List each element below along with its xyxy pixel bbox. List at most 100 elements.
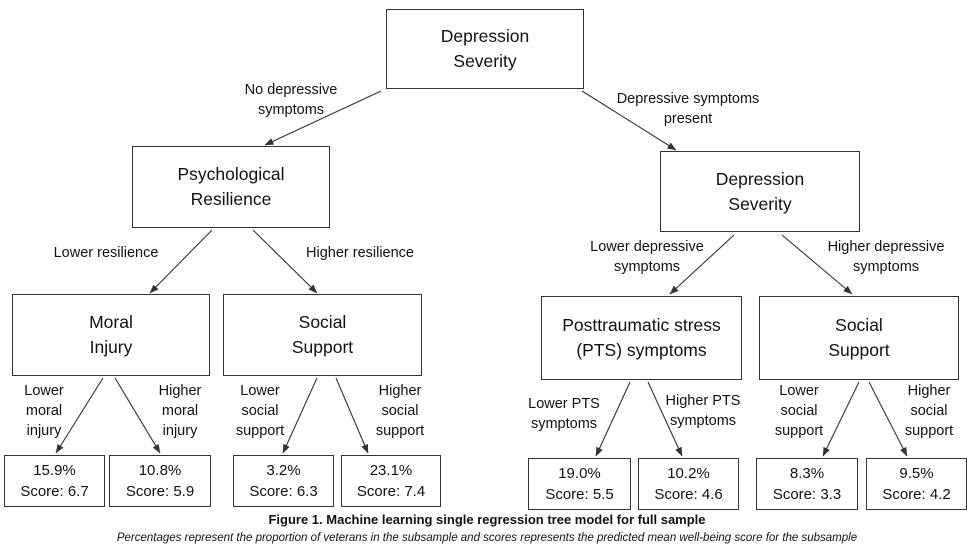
node-social-support-left: Social Support [223, 294, 422, 376]
edge-social1-to-leaf4 [335, 377, 369, 454]
edge-label-line: Higher [907, 383, 951, 399]
leaf-box: 3.2% Score: 6.3 [233, 455, 334, 507]
edge-label-line: present [663, 111, 713, 127]
edge-label-higher-pts-symptoms: Higher PTS symptoms [658, 391, 748, 431]
edge-label-lower-moral-injury: Lower moral injury [12, 381, 76, 441]
edge-moral-to-leaf1 [55, 377, 104, 454]
node-text: Severity [453, 51, 517, 71]
edge-label-lower-pts-symptoms: Lower PTS symptoms [520, 394, 608, 434]
node-text: Moral [89, 312, 133, 332]
leaf-percentage: 9.5% [899, 465, 934, 482]
edge-label-lower-social-support-right: Lower social support [765, 381, 833, 441]
node-depression-severity-secondary: Depression Severity [660, 151, 860, 232]
leaf-percentage: 10.8% [138, 462, 182, 479]
edge-label-depressive-symptoms-present: Depressive symptoms present [602, 89, 774, 129]
leaf-box: 19.0% Score: 5.5 [528, 458, 631, 510]
leaf-score: Score: 3.3 [772, 486, 842, 503]
edge-resilience-to-moral [149, 229, 213, 294]
leaf-score: Score: 5.5 [545, 486, 614, 503]
edge-label-line: injury [26, 423, 62, 439]
edge-label-lower-social-support-left: Lower social support [226, 381, 294, 441]
edge-label-line: injury [162, 423, 198, 439]
leaf-score: Score: 6.7 [20, 483, 89, 500]
leaf-box: 23.1% Score: 7.4 [341, 455, 441, 507]
edge-root-to-severity [581, 90, 677, 151]
leaf-percentage: 10.2% [667, 465, 710, 482]
leaf-box: 8.3% Score: 3.3 [756, 458, 858, 510]
edge-label-line: symptoms [852, 259, 920, 275]
node-posttraumatic-stress: Posttraumatic stress (PTS) symptoms [541, 296, 742, 380]
leaf-score: Score: 4.2 [882, 486, 951, 503]
edge-social2-to-leaf7 [822, 381, 860, 457]
edge-label-line: social [381, 403, 419, 419]
node-moral-injury: Moral Injury [12, 294, 210, 376]
leaf-percentage: 23.1% [369, 462, 413, 479]
node-text: Social [835, 315, 883, 335]
edge-label-line: symptoms [613, 259, 681, 275]
node-text: Depression [715, 168, 805, 189]
edge-severity-to-social2 [781, 234, 853, 295]
edge-label-lower-resilience: Lower resilience [40, 243, 172, 263]
leaf-box: 15.9% Score: 6.7 [4, 455, 105, 507]
leaf-percentage: 19.0% [558, 465, 601, 482]
edge-label-higher-moral-injury: Higher moral injury [148, 381, 212, 441]
edge-label-line: No depressive [244, 82, 338, 98]
leaf-percentage: 3.2% [266, 462, 301, 479]
leaf-percentage: 8.3% [789, 465, 825, 482]
edge-label-line: Depressive symptoms [616, 91, 760, 107]
edge-resilience-to-social1 [252, 229, 318, 294]
edge-social2-to-leaf8 [868, 381, 908, 457]
leaf-score: Score: 5.9 [125, 483, 195, 500]
leaf-box: 10.2% Score: 4.6 [638, 458, 739, 510]
node-text: Severity [728, 193, 792, 214]
node-text: Resilience [190, 189, 272, 209]
node-social-support-right: Social Support [759, 296, 959, 380]
edge-label-line: Lower depressive [590, 239, 704, 255]
edge-label-higher-depressive-symptoms: Higher depressive symptoms [806, 237, 966, 277]
edge-label-line: Higher depressive [827, 239, 945, 255]
edge-pts-to-leaf5 [595, 381, 631, 457]
edge-root-to-resilience [264, 90, 382, 146]
edge-label-line: moral [25, 403, 63, 419]
node-psychological-resilience: Psychological Resilience [132, 146, 330, 228]
edge-label-line: symptoms [669, 413, 737, 429]
edge-label-line: Higher resilience [306, 245, 414, 261]
edge-label-line: Higher [378, 383, 422, 399]
leaf-score: Score: 4.6 [654, 486, 723, 503]
edge-label-line: moral [161, 403, 199, 419]
leaf-score: Score: 7.4 [356, 483, 426, 500]
edge-label-higher-social-support-left: Higher social support [364, 381, 436, 441]
edge-label-line: Higher [158, 383, 202, 399]
node-text: (PTS) symptoms [576, 340, 707, 360]
edge-label-line: support [774, 423, 824, 439]
edge-label-line: social [910, 403, 948, 419]
figure-note: Percentages represent the proportion of … [116, 532, 858, 544]
node-text: Social [298, 312, 347, 332]
node-text: Psychological [177, 164, 285, 184]
edge-label-line: support [235, 423, 285, 439]
edge-label-no-depressive-symptoms: No depressive symptoms [222, 80, 360, 120]
edge-label-line: symptoms [530, 416, 598, 432]
edge-label-line: Lower resilience [53, 245, 159, 261]
edge-label-higher-resilience: Higher resilience [293, 243, 427, 263]
edge-label-line: social [780, 403, 818, 419]
edge-label-line: Higher PTS [665, 393, 741, 409]
leaf-score: Score: 6.3 [249, 483, 318, 500]
edge-pts-to-leaf6 [647, 381, 683, 457]
edge-severity-to-pts [669, 234, 735, 295]
edge-label-line: Lower PTS [528, 396, 600, 412]
node-depression-severity-root: Depression Severity [386, 9, 584, 89]
edge-moral-to-leaf2 [114, 377, 161, 454]
edge-label-line: symptoms [257, 102, 325, 118]
node-text: Injury [89, 337, 133, 357]
edge-social1-to-leaf3 [282, 377, 318, 454]
node-text: Posttraumatic stress [562, 315, 721, 335]
edge-label-line: Lower [240, 383, 280, 399]
edge-label-line: support [904, 423, 954, 439]
edge-label-line: social [241, 403, 279, 419]
edge-label-line: Lower [779, 383, 819, 399]
leaf-box: 9.5% Score: 4.2 [866, 458, 967, 510]
node-text: Depression [440, 26, 530, 46]
edge-label-line: support [375, 423, 425, 439]
